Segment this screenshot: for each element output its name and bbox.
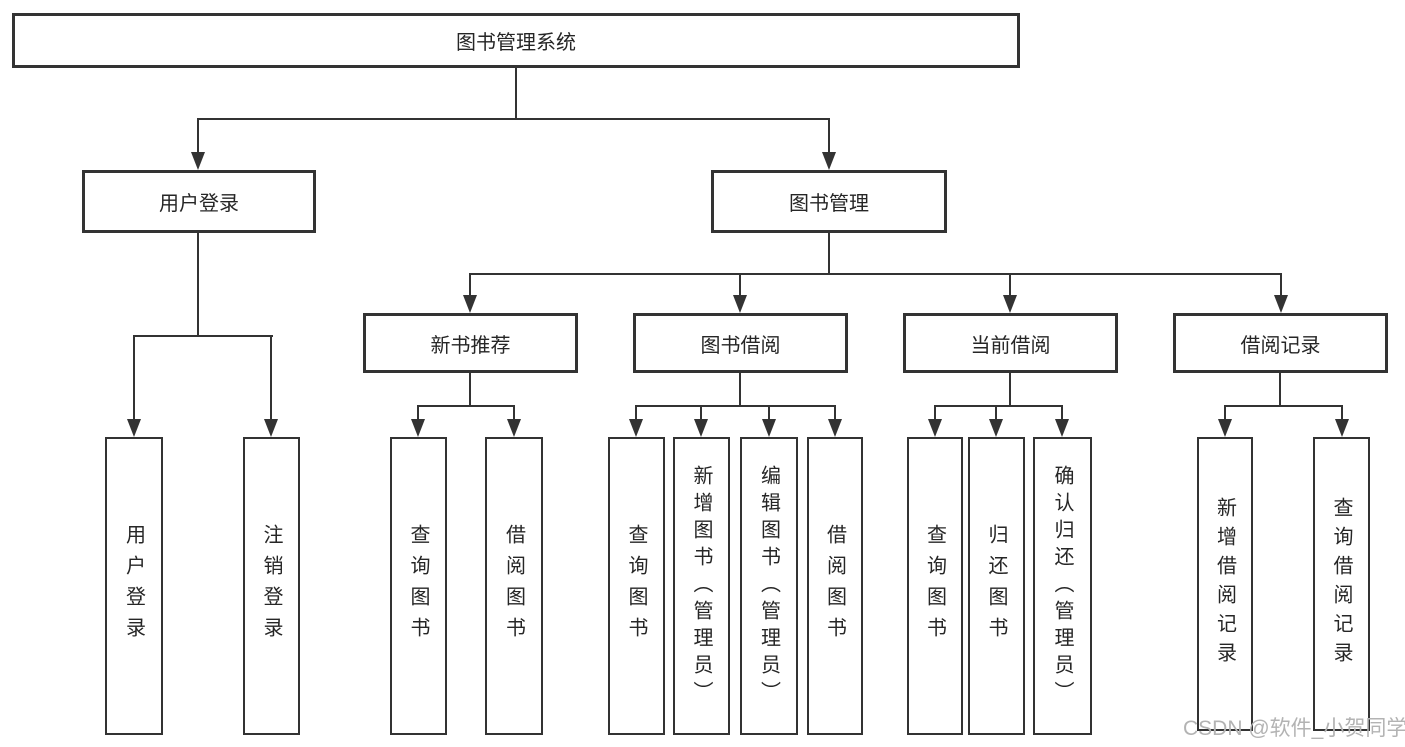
connector-user-login-stem [197, 118, 199, 154]
leaf-user-login: 用户登录 [105, 437, 163, 735]
arrow-down [1274, 295, 1288, 313]
arrow-down [694, 419, 708, 437]
leaf-borrow-books-label: 借阅图书 [823, 524, 846, 648]
leaf-edit-books-admin: 编辑图书（管理员） [740, 437, 798, 735]
arrow-down [127, 419, 141, 437]
node-new-book-recommend: 新书推荐 [363, 313, 578, 373]
connector-leaf-stem [1341, 405, 1343, 421]
connector-level3-stem [1280, 273, 1282, 297]
connector-leaf-stem [270, 335, 272, 421]
arrow-down [989, 419, 1003, 437]
arrow-down [822, 152, 836, 170]
node-borrowing-records: 借阅记录 [1173, 313, 1388, 373]
leaf-query-books-borrowing-label: 查询图书 [625, 524, 647, 648]
node-book-borrowing: 图书借阅 [633, 313, 848, 373]
connector-records-rail [1225, 405, 1343, 407]
leaf-add-borrow-record: 新增借阅记录 [1197, 437, 1253, 731]
connector-leaf-stem [768, 405, 770, 421]
connector-level3-stem [739, 273, 741, 297]
leaf-query-borrow-record-label: 查询借阅记录 [1330, 497, 1352, 671]
arrow-down [191, 152, 205, 170]
node-book-management: 图书管理 [711, 170, 947, 233]
connector-book-mgmt-down [828, 233, 830, 275]
leaf-borrow-books-recommend-label: 借阅图书 [502, 524, 525, 648]
connector-leaf-stem [635, 405, 637, 421]
arrow-down [1218, 419, 1232, 437]
connector-leaf-stem [133, 335, 135, 421]
connector-leaf-stem [995, 405, 997, 421]
node-user-login: 用户登录 [82, 170, 316, 233]
connector-level3-rail [469, 273, 1282, 275]
arrow-down [928, 419, 942, 437]
node-root-label: 图书管理系统 [456, 32, 576, 54]
arrow-down [1335, 419, 1349, 437]
csdn-watermark: CSDN @软件_小贺同学 [1183, 717, 1405, 740]
leaf-logout: 注销登录 [243, 437, 300, 735]
node-root: 图书管理系统 [12, 13, 1020, 68]
arrow-down [507, 419, 521, 437]
connector-current-borrow-rail [935, 405, 1063, 407]
connector-user-login-rail [134, 335, 273, 337]
arrow-down [733, 295, 747, 313]
leaf-query-books-current-label: 查询图书 [923, 524, 946, 648]
node-borrowing-records-label: 借阅记录 [1240, 334, 1321, 357]
connector-book-borrow-rail [636, 405, 836, 407]
connector-leaf-stem [513, 405, 515, 421]
connector-new-book-down [469, 373, 471, 407]
leaf-query-books-current: 查询图书 [907, 437, 963, 735]
connector-book-borrow-down [739, 373, 741, 407]
node-current-borrowing: 当前借阅 [903, 313, 1118, 373]
connector-leaf-stem [417, 405, 419, 421]
arrow-down [762, 419, 776, 437]
arrow-down [1003, 295, 1017, 313]
leaf-borrow-books-recommend: 借阅图书 [485, 437, 543, 735]
connector-root-stem [515, 68, 517, 118]
arrow-down [828, 419, 842, 437]
node-user-login-label: 用户登录 [159, 193, 239, 215]
node-book-management-label: 图书管理 [789, 193, 869, 215]
leaf-borrow-books: 借阅图书 [807, 437, 863, 735]
connector-new-book-rail [418, 405, 515, 407]
leaf-confirm-return-admin-label: 确认归还（管理员） [1051, 464, 1073, 708]
leaf-add-books-admin-label: 新增图书（管理员） [690, 464, 712, 708]
leaf-return-books: 归还图书 [968, 437, 1025, 735]
connector-book-mgmt-stem [828, 118, 830, 154]
leaf-edit-books-admin-label: 编辑图书（管理员） [757, 464, 780, 708]
connector-leaf-stem [1061, 405, 1063, 421]
leaf-add-books-admin: 新增图书（管理员） [673, 437, 730, 735]
arrow-down [1055, 419, 1069, 437]
connector-current-borrow-down [1009, 373, 1011, 407]
connector-leaf-stem [1224, 405, 1226, 421]
node-current-borrowing-label: 当前借阅 [970, 334, 1051, 357]
leaf-return-books-label: 归还图书 [985, 524, 1007, 648]
leaf-query-books-recommend-label: 查询图书 [407, 524, 429, 648]
connector-level3-stem [469, 273, 471, 297]
leaf-query-books-borrowing: 查询图书 [608, 437, 665, 735]
arrow-down [629, 419, 643, 437]
connector-leaf-stem [834, 405, 836, 421]
leaf-query-books-recommend: 查询图书 [390, 437, 447, 735]
leaf-query-borrow-record: 查询借阅记录 [1313, 437, 1370, 731]
connector-leaf-stem [934, 405, 936, 421]
leaf-confirm-return-admin: 确认归还（管理员） [1033, 437, 1092, 735]
arrow-down [411, 419, 425, 437]
node-book-borrowing-label: 图书借阅 [700, 334, 781, 357]
connector-level2-rail [197, 118, 830, 120]
node-new-book-recommend-label: 新书推荐 [430, 334, 511, 357]
connector-level3-stem [1009, 273, 1011, 297]
connector-records-down [1279, 373, 1281, 407]
arrow-down [264, 419, 278, 437]
connector-leaf-stem [700, 405, 702, 421]
leaf-add-borrow-record-label: 新增借阅记录 [1213, 497, 1236, 671]
leaf-user-login-label: 用户登录 [122, 524, 145, 648]
leaf-logout-label: 注销登录 [260, 524, 282, 648]
arrow-down [463, 295, 477, 313]
connector-user-login-down [197, 233, 199, 337]
